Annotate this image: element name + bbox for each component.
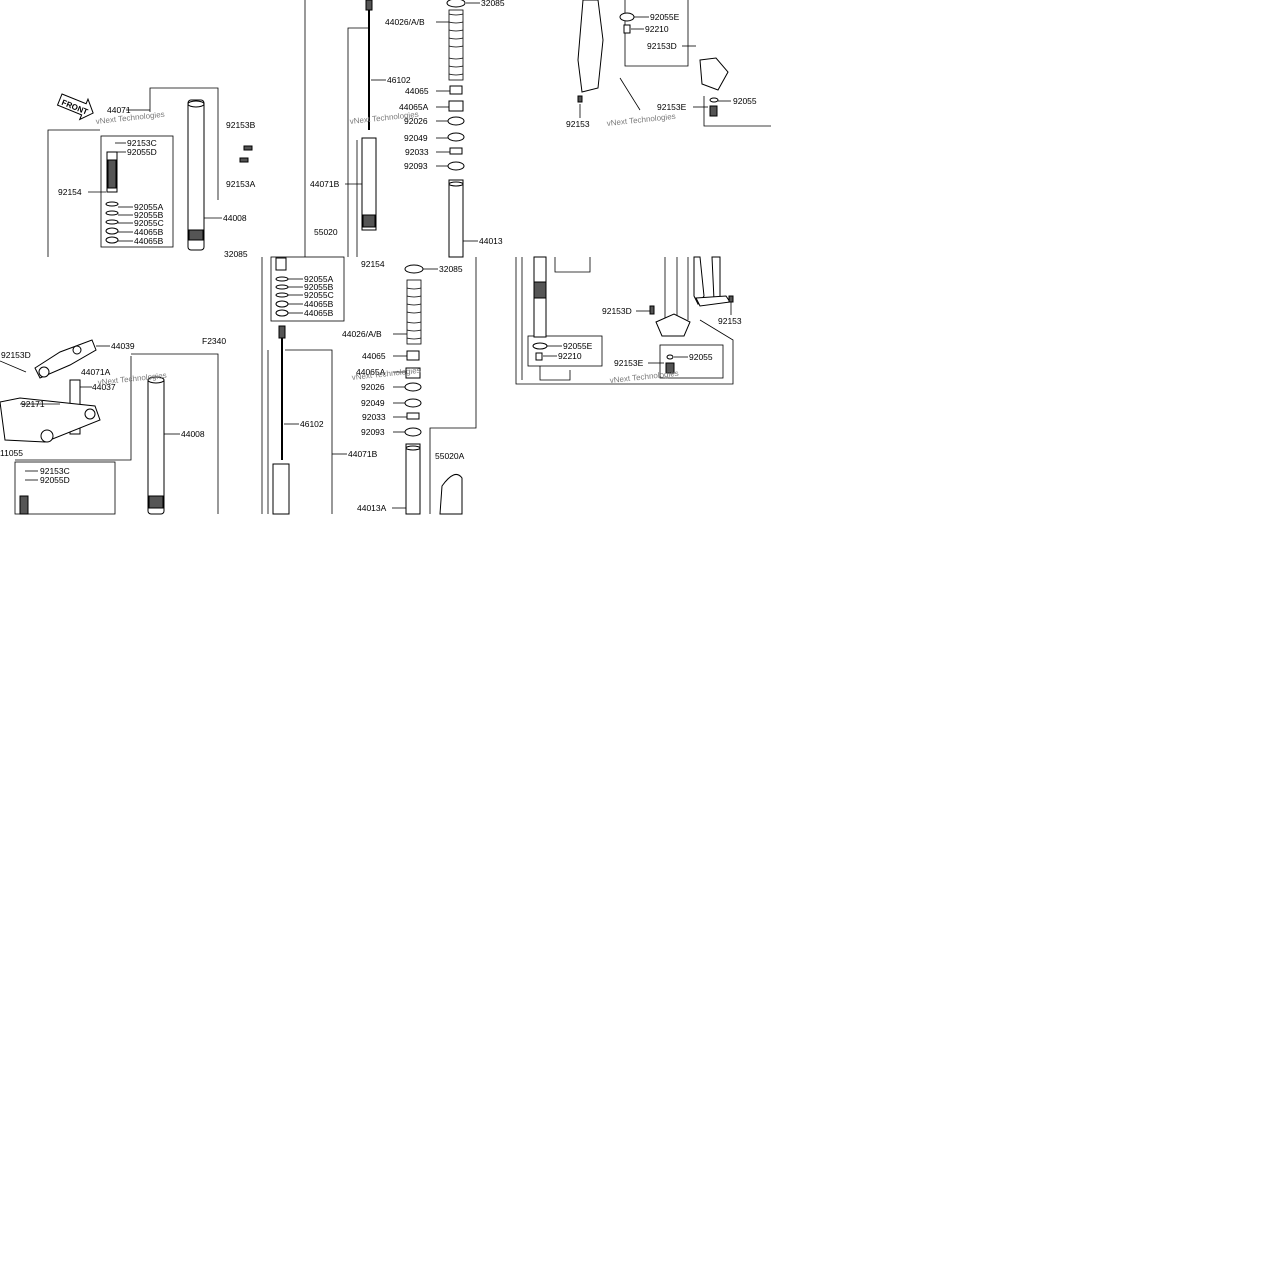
callout-b-9: 44071B bbox=[310, 179, 340, 189]
callout-c-3: 92153E bbox=[657, 102, 687, 112]
callout-b-6: 92049 bbox=[404, 133, 428, 143]
callout-c-2: 92153D bbox=[647, 41, 677, 51]
callout-a-2: 92055D bbox=[127, 147, 157, 157]
callout-e-1: 92055B bbox=[304, 282, 334, 292]
callout-d-8: 92055D bbox=[40, 475, 70, 485]
callout-a-5: 92055B bbox=[134, 210, 164, 220]
callout-e-11: 92033 bbox=[362, 412, 386, 422]
callout-e-9: 92026 bbox=[361, 382, 385, 392]
callout-f-5: 92055 bbox=[689, 352, 713, 362]
callout-b-8: 92093 bbox=[404, 161, 428, 171]
callout-e-4: 44065B bbox=[304, 308, 334, 318]
callout-e-13: 46102 bbox=[300, 419, 324, 429]
callout-d-1: 44039 bbox=[111, 341, 135, 351]
callout-a-0: 44071 bbox=[107, 105, 131, 115]
callout-b-12: 92154 bbox=[361, 259, 385, 269]
callout-d-3: 44037 bbox=[92, 382, 116, 392]
callout-e-5: 32085 bbox=[439, 264, 463, 274]
callout-a-11: 92153A bbox=[226, 179, 256, 189]
callout-a-6: 92055C bbox=[134, 218, 164, 228]
callout-e-0: 92055A bbox=[304, 274, 334, 284]
callout-e-14: 44071B bbox=[348, 449, 378, 459]
callout-d-7: 92153C bbox=[40, 466, 70, 476]
callout-b-1: 44026/A/B bbox=[385, 17, 425, 27]
callout-a-12: 32085 bbox=[224, 249, 248, 259]
callout-c-0: 92055E bbox=[650, 12, 680, 22]
front-arrow-icon: FRONT bbox=[56, 93, 94, 121]
tile-f: 92153D 92153 92055E 92210 92153E 92055 v… bbox=[515, 256, 742, 385]
callout-d-0: 92153D bbox=[1, 350, 31, 360]
callout-c-4: 92055 bbox=[733, 96, 757, 106]
tile-b: 32085 44026/A/B 46102 44065 44065A 92026… bbox=[304, 0, 505, 269]
callout-f-2: 92055E bbox=[563, 341, 593, 351]
tile-c: 92055E 92210 92153D 92153E 92055 92153 v… bbox=[566, 0, 771, 129]
tile-d: F2340 92153D 44039 44071A 44037 92171 44… bbox=[0, 336, 226, 515]
callout-b-11: 44013 bbox=[479, 236, 503, 246]
callout-b-0: 32085 bbox=[481, 0, 505, 8]
callout-d-5: 44008 bbox=[181, 429, 205, 439]
callout-e-2: 92055C bbox=[304, 290, 334, 300]
tile-a: FRONT 44071 92153C 92055D bbox=[47, 87, 256, 259]
figure-code: F2340 bbox=[202, 336, 226, 346]
callout-b-4: 44065A bbox=[399, 102, 429, 112]
callout-a-4: 92055A bbox=[134, 202, 164, 212]
callout-b-3: 44065 bbox=[405, 86, 429, 96]
callout-b-10: 55020 bbox=[314, 227, 338, 237]
callout-a-9: 44008 bbox=[223, 213, 247, 223]
watermark-f: vNext Technologies bbox=[609, 369, 679, 385]
callout-e-16: 44013A bbox=[357, 503, 387, 513]
callout-d-2: 44071A bbox=[81, 367, 111, 377]
callout-d-6: 11055 bbox=[0, 448, 23, 458]
callout-a-1: 92153C bbox=[127, 138, 157, 148]
callout-e-15: 55020A bbox=[435, 451, 465, 461]
callout-e-8: 44065A bbox=[356, 367, 386, 377]
callout-e-12: 92093 bbox=[361, 427, 385, 437]
callout-a-7: 44065B bbox=[134, 227, 164, 237]
tile-e: 92055A 92055B 92055C 44065B 44065B 32085… bbox=[261, 256, 477, 515]
callout-f-3: 92210 bbox=[558, 351, 582, 361]
callout-a-3: 92154 bbox=[58, 187, 82, 197]
callout-f-4: 92153E bbox=[614, 358, 644, 368]
callout-b-7: 92033 bbox=[405, 147, 429, 157]
callout-b-2: 46102 bbox=[387, 75, 411, 85]
callout-c-5: 92153 bbox=[566, 119, 590, 129]
callout-e-10: 92049 bbox=[361, 398, 385, 408]
callout-f-1: 92153 bbox=[718, 316, 742, 326]
callout-e-3: 44065B bbox=[304, 299, 334, 309]
callout-a-10: 92153B bbox=[226, 120, 256, 130]
callout-e-7: 44065 bbox=[362, 351, 386, 361]
callout-d-4: 92171 bbox=[21, 399, 45, 409]
callout-b-5: 92026 bbox=[404, 116, 428, 126]
callout-a-8: 44065B bbox=[134, 236, 164, 246]
callout-e-6: 44026/A/B bbox=[342, 329, 382, 339]
watermark-c: vNext Technologies bbox=[606, 112, 676, 128]
callout-f-0: 92153D bbox=[602, 306, 632, 316]
callout-c-1: 92210 bbox=[645, 24, 669, 34]
